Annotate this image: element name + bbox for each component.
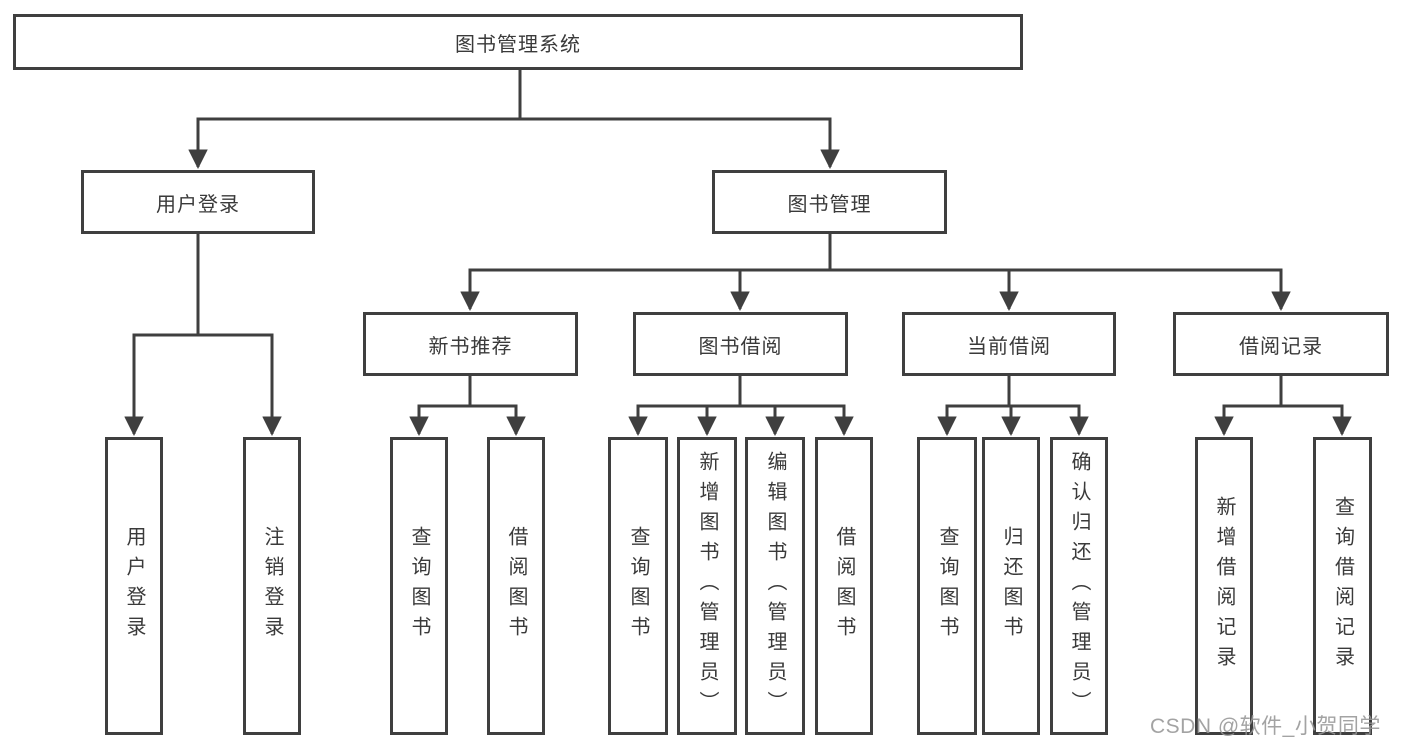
node-borrow-records-label: 借阅记录 <box>1239 335 1323 358</box>
node-root-label: 图书管理系统 <box>455 33 581 56</box>
leaf-query-books-1: 查询图书 <box>390 437 448 735</box>
node-user-login: 用户登录 <box>81 170 315 234</box>
leaf-borrow-books-2: 借阅图书 <box>815 437 873 735</box>
leaf-borrow-books-2-label: 借阅图书 <box>833 526 855 646</box>
leaf-user-login: 用户登录 <box>105 437 163 735</box>
node-new-book-recommend-label: 新书推荐 <box>428 335 513 358</box>
leaf-query-record: 查询借阅记录 <box>1313 437 1372 735</box>
node-book-management: 图书管理 <box>712 170 947 234</box>
leaf-return-books-label: 归还图书 <box>1000 526 1022 646</box>
node-borrow-records: 借阅记录 <box>1173 312 1389 376</box>
leaf-add-books-label: 新增图书（管理员） <box>696 451 718 721</box>
leaf-query-books-2-label: 查询图书 <box>627 526 649 646</box>
node-new-book-recommend: 新书推荐 <box>363 312 578 376</box>
leaf-query-books-3: 查询图书 <box>917 437 977 735</box>
leaf-edit-books: 编辑图书（管理员） <box>745 437 805 735</box>
node-current-borrow: 当前借阅 <box>902 312 1116 376</box>
leaf-query-record-label: 查询借阅记录 <box>1331 496 1354 676</box>
leaf-add-record-label: 新增借阅记录 <box>1213 496 1235 676</box>
node-root: 图书管理系统 <box>13 14 1023 70</box>
leaf-return-books: 归还图书 <box>982 437 1040 735</box>
leaf-logout: 注销登录 <box>243 437 301 735</box>
leaf-add-books: 新增图书（管理员） <box>677 437 737 735</box>
leaf-add-record: 新增借阅记录 <box>1195 437 1253 735</box>
leaf-confirm-return: 确认归还（管理员） <box>1050 437 1108 735</box>
node-current-borrow-label: 当前借阅 <box>967 335 1051 358</box>
leaf-user-login-label: 用户登录 <box>123 526 145 646</box>
leaf-edit-books-label: 编辑图书（管理员） <box>764 451 786 721</box>
leaf-borrow-books-1: 借阅图书 <box>487 437 545 735</box>
node-book-borrow: 图书借阅 <box>633 312 848 376</box>
watermark: CSDN @软件_小贺同学 <box>1150 715 1381 738</box>
leaf-logout-label: 注销登录 <box>261 526 283 646</box>
leaf-borrow-books-1-label: 借阅图书 <box>505 526 527 646</box>
leaf-query-books-2: 查询图书 <box>608 437 668 735</box>
node-book-management-label: 图书管理 <box>787 193 872 216</box>
leaf-confirm-return-label: 确认归还（管理员） <box>1068 451 1090 721</box>
node-user-login-label: 用户登录 <box>156 193 240 216</box>
leaf-query-books-1-label: 查询图书 <box>408 526 430 646</box>
node-book-borrow-label: 图书借阅 <box>698 335 783 358</box>
leaf-query-books-3-label: 查询图书 <box>936 526 958 646</box>
